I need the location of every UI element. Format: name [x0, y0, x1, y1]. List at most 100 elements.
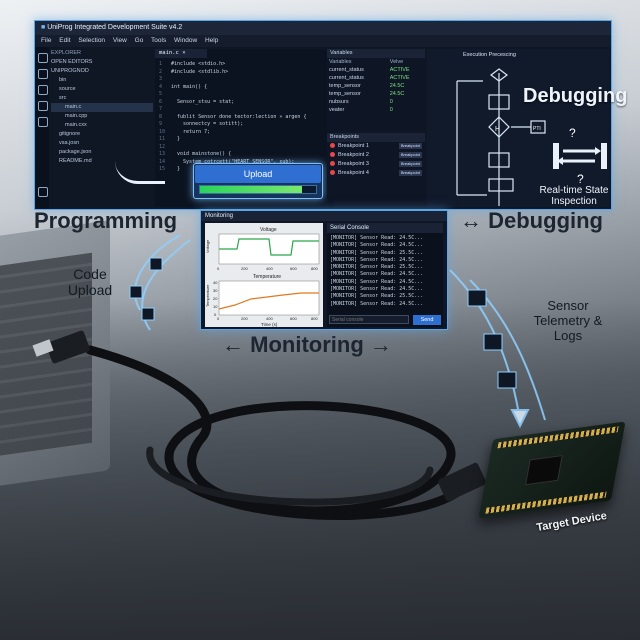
serial-console-title: Serial Console: [327, 223, 443, 233]
breakpoint-row[interactable]: Breakpoint 3 Breakpoint: [327, 160, 425, 169]
console-line: [MONITOR] Sensor Read: 25.5C...: [330, 293, 424, 300]
breakpoint-icon[interactable]: [330, 143, 335, 149]
debugging-label: ↔ Debugging: [460, 208, 603, 234]
menu-window[interactable]: Window: [174, 37, 198, 44]
explorer-section-project[interactable]: UNIPROGNOD: [51, 68, 89, 74]
console-line: [MONITOR] Sensor Read: 24.5C...: [330, 235, 424, 241]
code-lines: 1#include <stdio.h>2#include <stdlib.h>3…: [155, 58, 333, 174]
code-line: 12: [159, 144, 333, 152]
temp-xlabel: Time (s): [261, 322, 278, 327]
activity-bar: [35, 47, 49, 209]
execution-flow-diagram: H PTI ? ?: [456, 68, 607, 206]
breakpoint-icon[interactable]: [330, 170, 335, 176]
explorer-file-main-cpp[interactable]: main.cpp: [65, 113, 88, 119]
explorer-file-readme[interactable]: README.md: [59, 158, 92, 164]
voltage-xtick-1: 200: [241, 266, 248, 271]
variable-value: 0: [389, 99, 393, 105]
menu-file[interactable]: File: [41, 37, 52, 44]
explorer-file-vsa[interactable]: vsa.josn: [59, 140, 80, 146]
explorer-file-gitignore[interactable]: gitignore: [59, 131, 81, 137]
variable-name: current_status: [329, 67, 364, 73]
search-icon[interactable]: [38, 69, 48, 79]
explorer-file-main-c[interactable]: main.c: [51, 103, 153, 112]
breakpoint-tag: Breakpoint: [398, 161, 422, 167]
code-editor[interactable]: main.c × 1#include <stdio.h>2#include <s…: [155, 49, 333, 207]
explorer-folder-src[interactable]: src: [59, 95, 67, 101]
breakpoint-name: Breakpoint 3: [338, 161, 369, 167]
temp-line: [218, 292, 319, 310]
temp-xtick-1: 200: [241, 316, 248, 321]
code-line: 8 fublit Sensor done tector:lection » ar…: [159, 114, 333, 122]
laptop: [0, 220, 110, 490]
breakpoint-name: Breakpoint 2: [338, 152, 369, 158]
files-icon[interactable]: [38, 53, 48, 63]
double-arrow-icon: ↔: [460, 208, 489, 233]
upload-button[interactable]: Upload: [195, 165, 321, 183]
explorer-folder-source[interactable]: source: [59, 86, 76, 92]
breakpoint-icon[interactable]: [330, 152, 335, 158]
breakpoint-tag: Breakpoint: [398, 143, 422, 149]
voltage-ylabel: Voltage: [205, 239, 210, 253]
extensions-icon[interactable]: [38, 117, 48, 127]
editor-tab-main-c[interactable]: main.c ×: [155, 49, 207, 58]
line-number: 12: [159, 143, 166, 150]
debug-icon[interactable]: [38, 101, 48, 111]
variable-row[interactable]: current_status ACTIVE: [327, 66, 425, 74]
explorer-folder-bin[interactable]: bin: [59, 77, 67, 83]
send-button[interactable]: Send: [413, 315, 441, 325]
menu-tools[interactable]: Tools: [151, 37, 167, 44]
menu-help[interactable]: Help: [204, 37, 219, 44]
monitoring-title: Monitoring: [201, 211, 447, 221]
voltage-xtick-4: 800: [311, 266, 318, 271]
explorer-section-open-editors[interactable]: OPEN EDITORS: [51, 59, 93, 65]
temp-xtick-2: 400: [266, 316, 273, 321]
execution-title: Execution Precescing: [463, 52, 516, 58]
explorer-file-main-cxx[interactable]: main.cxx: [65, 122, 87, 128]
temp-ylabel: Temperature: [205, 284, 210, 307]
explorer-file-package[interactable]: package.json: [59, 149, 92, 155]
upload-widget[interactable]: Upload: [193, 163, 323, 199]
temp-ytick-0: 40: [213, 280, 218, 285]
voltage-line: [219, 238, 319, 256]
line-number: 10: [159, 128, 166, 135]
line-number: 5: [159, 91, 163, 97]
debugging-heading: Debugging: [523, 85, 628, 107]
menu-view[interactable]: View: [112, 37, 127, 44]
breakpoint-row[interactable]: Breakpoint 2 Breakpoint: [327, 151, 425, 160]
menu-selection[interactable]: Selection: [78, 37, 106, 44]
debug-sync-icon: [553, 143, 607, 169]
programming-label: Programming: [34, 208, 178, 233]
temp-xtick-0: 0: [217, 316, 220, 321]
code-line: 13 void mainstone() {: [159, 151, 333, 159]
source-control-icon[interactable]: [38, 85, 48, 95]
code-upload-label: Code Upload: [67, 266, 113, 298]
gear-icon[interactable]: [38, 187, 48, 197]
close-icon[interactable]: ×: [182, 50, 186, 56]
menu-edit[interactable]: Edit: [59, 37, 71, 44]
monitoring-label-text: Monitoring: [250, 332, 364, 357]
line-number: 7: [159, 106, 163, 112]
serial-console-input[interactable]: [329, 315, 409, 324]
line-number: 3: [159, 76, 163, 82]
variable-value: 24.5C: [389, 83, 405, 89]
question-icon: ?: [569, 126, 576, 140]
menu-bar: File Edit Selection View Go Tools Window…: [35, 35, 611, 47]
code-text: void mainstone() {: [171, 151, 232, 157]
variable-value: ACTIVE: [389, 67, 410, 73]
breakpoint-tag: Breakpoint: [398, 152, 422, 158]
temp-chart-title: Temperature: [253, 274, 281, 280]
serial-console: Serial Console [MONITOR] Sensor Read: 24…: [327, 223, 443, 327]
ide-window: ■ UniProg Integrated Development Suite v…: [34, 20, 627, 210]
code-line: 10 return 7;: [159, 129, 333, 137]
menu-go[interactable]: Go: [134, 37, 144, 44]
breakpoint-icon[interactable]: [330, 161, 335, 167]
console-line: [MONITOR] Sensor Read: 24.5C...: [330, 256, 424, 263]
